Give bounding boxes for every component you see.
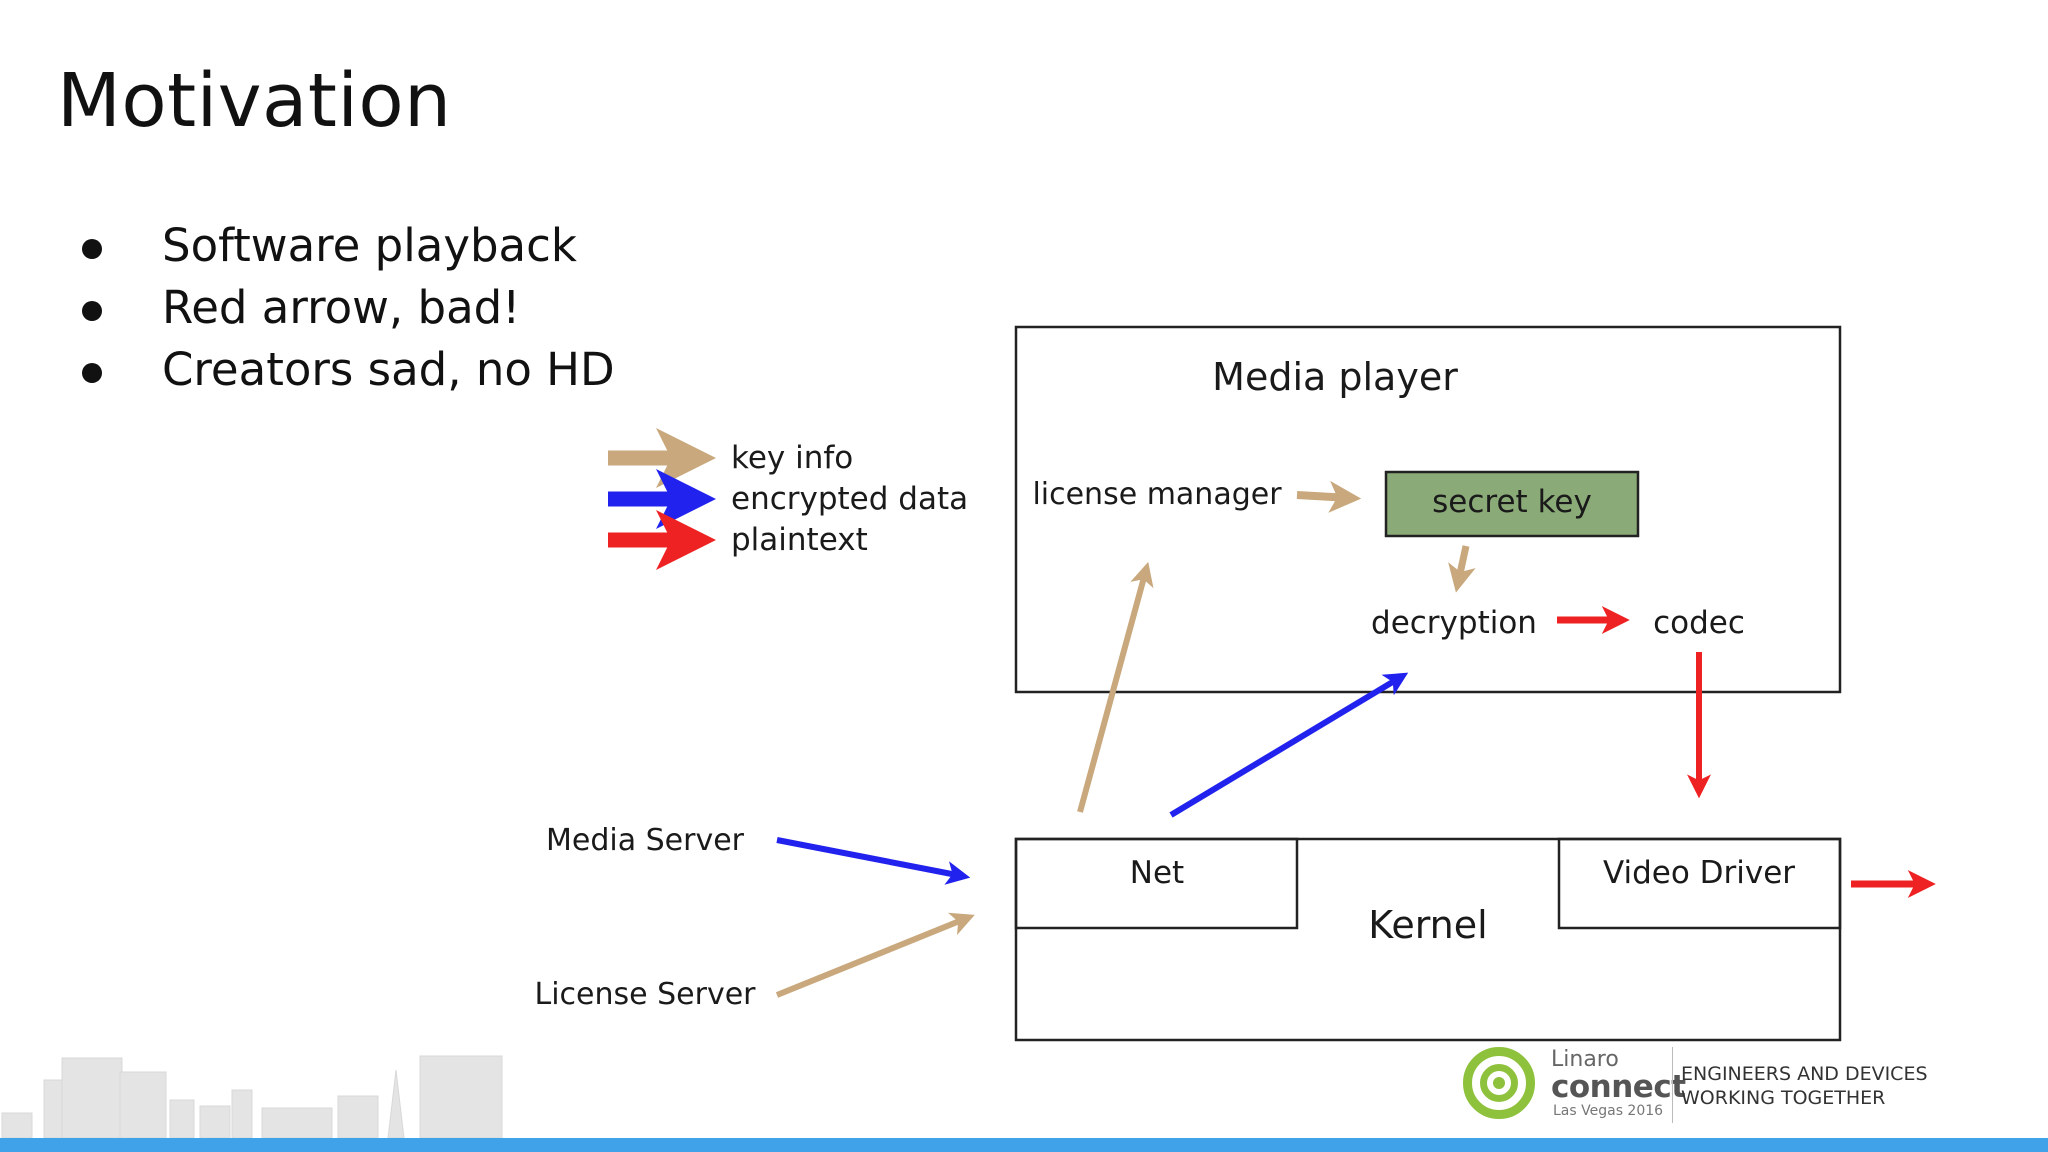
- net-label: Net: [1130, 855, 1184, 891]
- logo-inner-ring-icon: [1480, 1064, 1518, 1102]
- media-player-title: Media player: [1212, 355, 1458, 399]
- secret-key-box: [1384, 470, 1640, 538]
- tagline-2: WORKING TOGETHER: [1681, 1087, 1886, 1109]
- bullet-item: Red arrow, bad!: [78, 277, 615, 339]
- logo-dot-icon: [1493, 1077, 1505, 1089]
- legend-label-encrypted: encrypted data: [731, 481, 968, 517]
- license-server-label: License Server: [534, 977, 756, 1012]
- license-manager-label: license manager: [1032, 477, 1282, 512]
- brand-line3: Las Vegas 2016: [1553, 1103, 1664, 1119]
- bullet-item: Software playback: [78, 215, 615, 277]
- media-server-label: Media Server: [546, 823, 745, 858]
- arrow-license-manager-to-secret-key: [1296, 480, 1362, 513]
- arrow-secret-key-to-decryption: [1448, 545, 1476, 593]
- video-driver-box: [1557, 837, 1842, 930]
- brand-line2: connect: [1551, 1069, 1686, 1105]
- bullet-dot: [82, 363, 102, 383]
- footer-bar: [0, 1138, 2048, 1152]
- bullet-item: Creators sad, no HD: [78, 339, 615, 401]
- media-player-box: [1014, 325, 1842, 694]
- bullet-text: Red arrow, bad!: [162, 281, 521, 334]
- logo-ring-icon: [1463, 1047, 1535, 1119]
- bullet-list: Software playback Red arrow, bad! Creato…: [78, 215, 615, 401]
- arrow-license-server-to-net: [775, 912, 975, 998]
- tagline-1: ENGINEERS AND DEVICES: [1681, 1063, 1928, 1085]
- decryption-label: decryption: [1371, 605, 1537, 641]
- net-box: [1014, 837, 1299, 930]
- arrow-net-to-decryption: [1169, 672, 1409, 818]
- kernel-box: [1014, 837, 1842, 1042]
- brand-line1: Linaro: [1551, 1047, 1619, 1072]
- arrow-net-to-license-manager: [1077, 561, 1154, 813]
- kernel-label: Kernel: [1368, 903, 1487, 947]
- skyline-graphic: [1, 1055, 503, 1138]
- secret-key-label: secret key: [1432, 484, 1592, 520]
- codec-label: codec: [1653, 605, 1745, 641]
- bullet-dot: [82, 301, 102, 321]
- logo-divider: [1672, 1047, 1673, 1123]
- linaro-connect-logo: Linaro connect Las Vegas 2016 ENGINEERS …: [1463, 1043, 1943, 1127]
- bullet-text: Software playback: [162, 219, 577, 272]
- slide-title: Motivation: [57, 58, 452, 144]
- video-driver-label: Video Driver: [1603, 855, 1795, 891]
- bullet-dot: [82, 239, 102, 259]
- legend-label-plaintext: plaintext: [731, 522, 868, 558]
- bullet-text: Creators sad, no HD: [162, 343, 615, 396]
- legend-label-key-info: key info: [731, 440, 853, 476]
- arrow-media-server-to-net: [776, 837, 971, 885]
